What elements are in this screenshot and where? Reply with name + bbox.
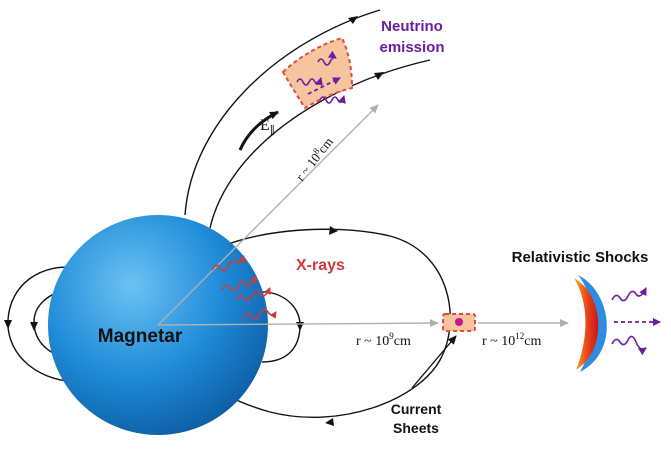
radius-line-r8	[157, 104, 379, 326]
neutrino-zone	[281, 36, 354, 110]
e-field-symbol: E	[260, 117, 270, 134]
neutrino-wave-1	[296, 77, 323, 86]
current-sheet-dot	[455, 318, 463, 326]
shock-wave-top	[611, 287, 647, 302]
relativistic-shocks-label: Relativistic Shocks	[512, 249, 649, 266]
arrowhead-loop-bottom	[325, 418, 334, 426]
current-sheets-label-line1: Current	[391, 401, 442, 417]
xray-wave-4	[243, 308, 277, 320]
e-field-arrow	[238, 110, 279, 151]
open-field-lines	[184, 9, 431, 229]
xray-arrows	[211, 255, 277, 320]
current-sheet-pointer	[411, 335, 457, 389]
r8-exponent: 8	[311, 146, 322, 156]
neutrino-dashed-arrow	[307, 77, 341, 95]
e-field-subscript: ∥	[270, 124, 275, 137]
current-sheets-label-line2: Sheets	[393, 420, 439, 436]
xray-wave-1	[211, 255, 246, 272]
r12-unit: cm	[524, 334, 541, 349]
current-sheet	[411, 313, 476, 389]
xray-wave-3	[235, 287, 271, 302]
r12-label: r ~ 1012cm	[482, 331, 541, 349]
neutrino-label-line2: emission	[379, 39, 444, 56]
r9-exponent: 9	[389, 331, 394, 341]
neutrino-zone-box	[281, 36, 354, 110]
neutrino-wave-2	[319, 95, 346, 104]
shock-wave-bottom	[611, 335, 647, 356]
r9-label: r ~ 109cm	[356, 331, 411, 349]
r9-unit: cm	[394, 334, 411, 349]
r12-exponent: 12	[515, 331, 524, 341]
r8-label: r ~ 108cm	[292, 134, 336, 184]
neutrino-label-line1: Neutrino	[381, 18, 443, 35]
arrowhead-left-inner	[30, 322, 38, 331]
open-field-line-outer	[184, 9, 381, 216]
arrowhead-loop-top	[329, 226, 338, 235]
relativistic-shock	[574, 275, 661, 372]
r9-prefix: r ~ 10	[356, 334, 389, 349]
open-field-line-inner	[209, 59, 431, 229]
xrays-label: X-rays	[296, 257, 345, 274]
arrowhead-inner-top	[374, 72, 384, 80]
xray-wave-2	[221, 275, 257, 292]
magnetar-label: Magnetar	[98, 326, 183, 347]
arrowhead-outer-top	[348, 16, 358, 24]
radius-lines	[157, 104, 569, 328]
shock-crescent	[574, 278, 599, 370]
arrowhead-left-outer	[4, 320, 12, 329]
r12-prefix: r ~ 10	[482, 334, 515, 349]
shock-blue-edge	[578, 275, 607, 372]
radius-line-r9	[157, 319, 439, 328]
field-loop-right-large	[199, 228, 451, 419]
e-field-label: E∥	[260, 117, 275, 137]
neutrino-wave-3	[317, 50, 337, 66]
